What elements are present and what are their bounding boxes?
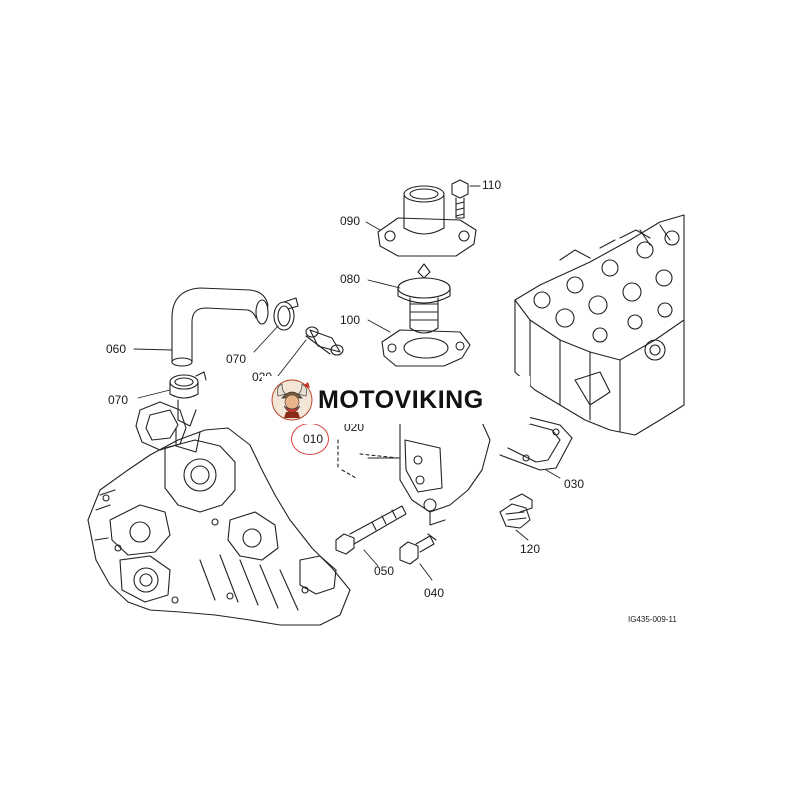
part-label-110: 110 xyxy=(482,178,502,192)
part-label-060: 060 xyxy=(106,342,127,356)
part-label-030: 030 xyxy=(564,477,585,491)
part-label-120: 120 xyxy=(520,542,541,556)
gasket-030-drawing xyxy=(499,409,573,471)
thermostat-drawing xyxy=(397,263,451,334)
leader-010 xyxy=(337,439,399,479)
plug-120-drawing xyxy=(499,493,533,529)
part-label-070-lower: 070 xyxy=(108,393,129,407)
engine-block-drawing xyxy=(87,401,351,626)
part-label-080: 080 xyxy=(340,272,361,286)
thermostat-housing-drawing xyxy=(399,417,491,526)
clamp-070-lower-drawing xyxy=(169,371,207,399)
hose-060-drawing xyxy=(171,287,269,367)
clamp-070-upper-drawing xyxy=(273,297,299,331)
bolt-040-drawing xyxy=(399,533,437,565)
leader-lines xyxy=(133,185,561,581)
gasket-100-drawing xyxy=(381,329,471,367)
cylinder-head-drawing xyxy=(514,214,685,436)
part-label-040: 040 xyxy=(424,586,445,600)
part-label-070-upper: 070 xyxy=(226,352,247,366)
drawing-reference: IG435-009-11 xyxy=(628,615,677,624)
part-010-highlight-circle xyxy=(291,423,329,455)
part-label-090: 090 xyxy=(340,214,361,228)
water-outlet-drawing xyxy=(377,185,477,257)
bolt-050-drawing xyxy=(335,505,407,555)
pump-inlet-drawing xyxy=(175,399,201,453)
part-label-050: 050 xyxy=(374,564,395,578)
bypass-pipe-drawing xyxy=(305,326,344,356)
part-label-100: 100 xyxy=(340,313,361,327)
bolt-110-drawing xyxy=(451,179,469,219)
watermark-banner: MOTOVIKING xyxy=(262,376,530,424)
viking-logo-icon xyxy=(271,379,313,421)
brand-watermark: MOTOVIKING xyxy=(318,385,484,414)
